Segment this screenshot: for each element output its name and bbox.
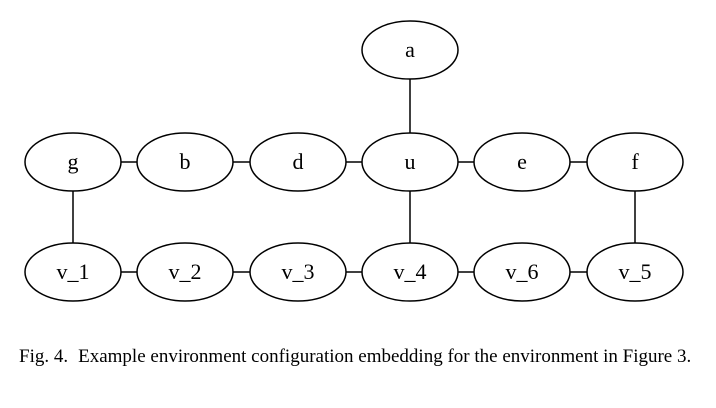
node-ellipse — [249, 132, 347, 192]
node-v2: v_2 — [136, 242, 234, 302]
node-g: g — [24, 132, 122, 192]
node-label: v_3 — [282, 259, 315, 284]
edges-layer — [72, 79, 636, 273]
node-label: g — [68, 149, 79, 174]
node-v6: v_6 — [473, 242, 571, 302]
node-label: b — [180, 149, 191, 174]
node-ellipse — [473, 242, 571, 302]
caption-text: Example environment configuration embedd… — [78, 346, 692, 367]
node-label: e — [517, 149, 527, 174]
node-label: v_4 — [394, 259, 427, 284]
figure-caption: Fig. 4. Example environment configuration… — [19, 344, 699, 369]
node-ellipse — [361, 242, 459, 302]
nodes-layer: a g b d u e f v_1 v_2 v_3 v_4 v_6 v_5 — [24, 20, 684, 302]
node-label: f — [631, 149, 639, 174]
node-a: a — [361, 20, 459, 80]
node-ellipse — [136, 242, 234, 302]
node-b: b — [136, 132, 234, 192]
node-ellipse — [586, 242, 684, 302]
node-ellipse — [249, 242, 347, 302]
node-u: u — [361, 132, 459, 192]
node-label: d — [293, 149, 304, 174]
node-label: v_2 — [169, 259, 202, 284]
node-ellipse — [473, 132, 571, 192]
node-v4: v_4 — [361, 242, 459, 302]
node-label: v_1 — [57, 259, 90, 284]
node-ellipse — [361, 132, 459, 192]
node-label: a — [405, 37, 415, 62]
graph-diagram: a g b d u e f v_1 v_2 v_3 v_4 v_6 v_5 — [24, 20, 684, 302]
figure-number: Fig. 4. — [19, 346, 69, 367]
node-v5: v_5 — [586, 242, 684, 302]
node-v3: v_3 — [249, 242, 347, 302]
node-label: v_6 — [506, 259, 539, 284]
node-ellipse — [24, 242, 122, 302]
node-e: e — [473, 132, 571, 192]
node-d: d — [249, 132, 347, 192]
node-f: f — [586, 132, 684, 192]
node-v1: v_1 — [24, 242, 122, 302]
node-ellipse — [24, 132, 122, 192]
node-label: v_5 — [619, 259, 652, 284]
node-label: u — [405, 149, 416, 174]
node-ellipse — [586, 132, 684, 192]
node-ellipse — [136, 132, 234, 192]
node-ellipse — [361, 20, 459, 80]
